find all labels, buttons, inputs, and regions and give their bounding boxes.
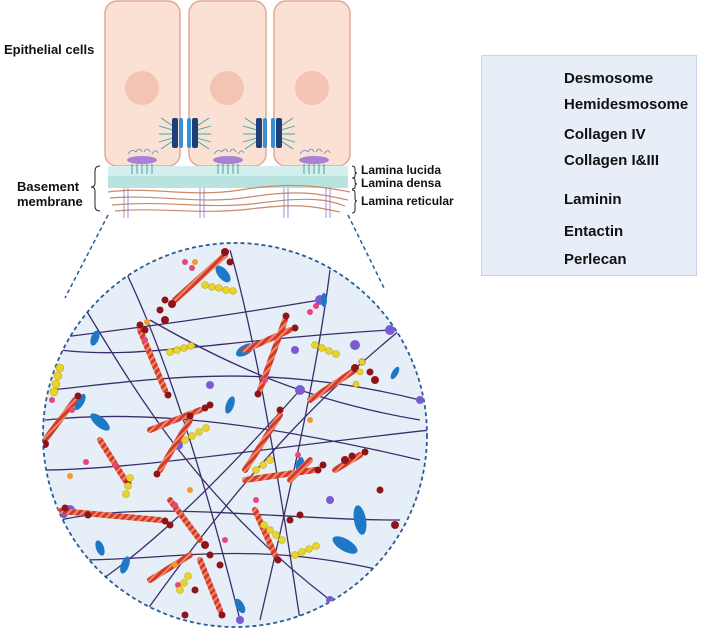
perlecan-molecules: [49, 281, 366, 594]
epithelial-cells-label: Epithelial cells: [4, 42, 95, 57]
layer-brackets: [90, 165, 358, 214]
legend-label-desmosome: Desmosome: [564, 70, 654, 87]
magnified-circle: [42, 242, 428, 628]
magnified-matrix: [42, 242, 428, 628]
lamina-reticular-label: Lamina reticular: [361, 194, 454, 208]
cell-nucleus: [125, 71, 159, 105]
legend-label-collagen-iv: Collagen IV: [564, 126, 646, 143]
zoom-lines: [64, 214, 386, 299]
epithelial-cells: [104, 0, 351, 167]
basement-membrane-label-line1: Basement: [17, 179, 80, 194]
legend-label-laminin: Laminin: [564, 191, 622, 208]
hemidesmosome: [127, 148, 159, 174]
hemidesmosome: [213, 148, 245, 174]
lamina-reticular-fibers: [107, 184, 351, 213]
hemidesmosome: [299, 148, 331, 174]
lamina-densa-label: Lamina densa: [361, 176, 442, 190]
anchoring-fibrils: [123, 188, 331, 218]
basement-membrane-band: [107, 148, 351, 218]
legend-label-hemidesmosome: Hemidesmosome: [564, 96, 689, 113]
legend-label-entactin: Entactin: [564, 223, 624, 240]
desmosome: [242, 117, 296, 150]
legend-panel: Desmosome Hemidesmosome Collagen IV Coll…: [481, 55, 697, 276]
basement-membrane-label-line2: membrane: [17, 194, 83, 209]
cell-nucleus: [295, 71, 329, 105]
laminin-molecules: [43, 248, 399, 619]
desmosome: [158, 117, 212, 150]
legend-label-collagen-i-iii: Collagen I&III: [564, 152, 660, 169]
cell-nucleus: [210, 71, 244, 105]
legend-label-perlecan: Perlecan: [564, 251, 627, 268]
lamina-lucida-label: Lamina lucida: [361, 163, 442, 177]
